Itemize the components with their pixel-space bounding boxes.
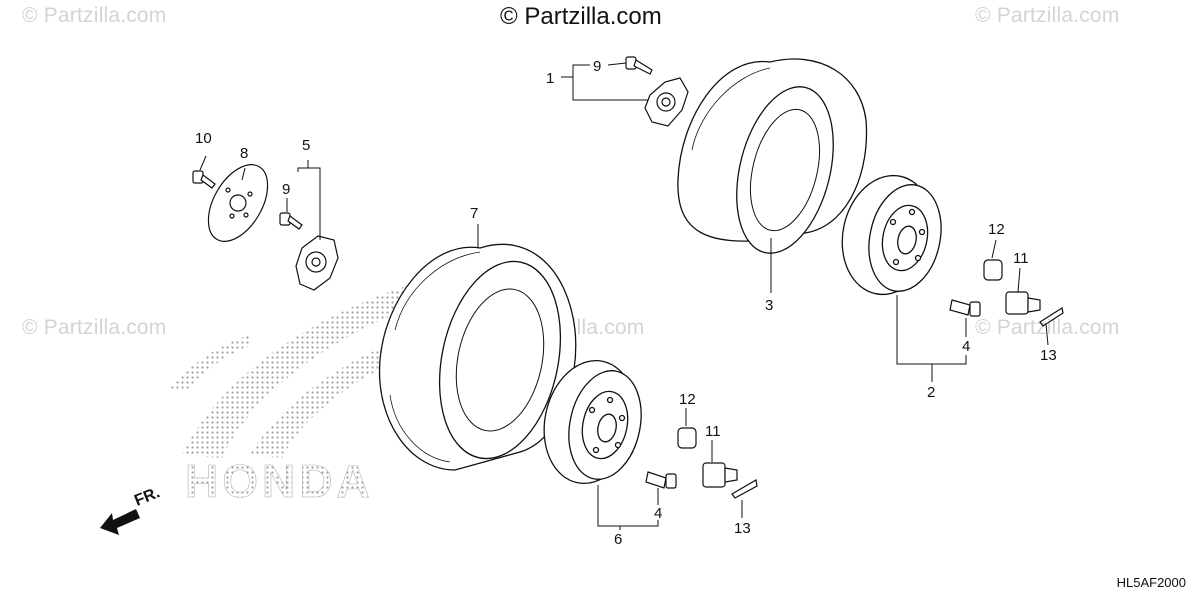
callout-13-front: 13	[734, 520, 751, 537]
lug-nut-front	[677, 427, 697, 449]
hub-cap-nut-rear	[1005, 291, 1041, 315]
watermark-main: © Partzilla.com	[500, 3, 662, 30]
disc-bolt	[192, 170, 216, 189]
front-wheel-rim	[543, 359, 642, 485]
lug-nut-rear	[983, 259, 1003, 281]
callout-11-front: 11	[705, 423, 721, 440]
hub-cap-nut-front	[702, 462, 738, 488]
honda-brand-text: HONDA	[185, 455, 374, 507]
callout-12-front: 12	[679, 391, 696, 408]
front-direction-arrow: FR.	[100, 484, 162, 535]
callout-3: 3	[765, 297, 773, 314]
watermark-mid-left: © Partzilla.com	[22, 316, 167, 339]
callout-4-rear: 4	[962, 338, 970, 355]
callout-2: 2	[927, 384, 935, 401]
valve-stem-rear	[949, 299, 981, 317]
watermark-mid-right: © Partzilla.com	[975, 316, 1120, 339]
callout-13-rear: 13	[1040, 347, 1057, 364]
honda-wing-logo	[170, 285, 432, 458]
brake-disc	[207, 164, 269, 242]
callout-9-rear: 9	[593, 58, 601, 75]
leader-lines	[199, 62, 1049, 530]
rear-hub	[644, 77, 689, 127]
callout-4-front: 4	[654, 505, 662, 522]
front-hub	[295, 235, 339, 291]
valve-stem-front	[645, 471, 677, 489]
callout-8: 8	[240, 145, 248, 162]
front-label: FR.	[132, 484, 162, 509]
watermark-top-right: © Partzilla.com	[975, 4, 1120, 27]
callout-numbers: 1 9 10 8 5 9 7 3 12 11 4 13 2 12 11 4 13…	[195, 58, 1057, 548]
rear-tire	[677, 58, 868, 254]
hub-bolt-rear	[625, 56, 653, 75]
callout-11-rear: 11	[1013, 250, 1029, 267]
cotter-pin-rear	[1039, 307, 1064, 327]
callout-10: 10	[195, 130, 212, 147]
callout-7: 7	[470, 205, 478, 222]
cotter-pin-front	[731, 479, 758, 499]
callout-5: 5	[302, 137, 310, 154]
hub-bolt-front	[279, 212, 303, 230]
callout-6: 6	[614, 531, 622, 548]
callout-12-rear: 12	[988, 221, 1005, 238]
callout-9-front: 9	[282, 181, 290, 198]
rear-wheel-rim	[841, 174, 942, 296]
diagram-code: HL5AF2000	[1116, 575, 1186, 590]
watermark-top-left: © Partzilla.com	[22, 4, 167, 27]
front-tire	[378, 243, 577, 471]
callout-1: 1	[546, 70, 554, 87]
